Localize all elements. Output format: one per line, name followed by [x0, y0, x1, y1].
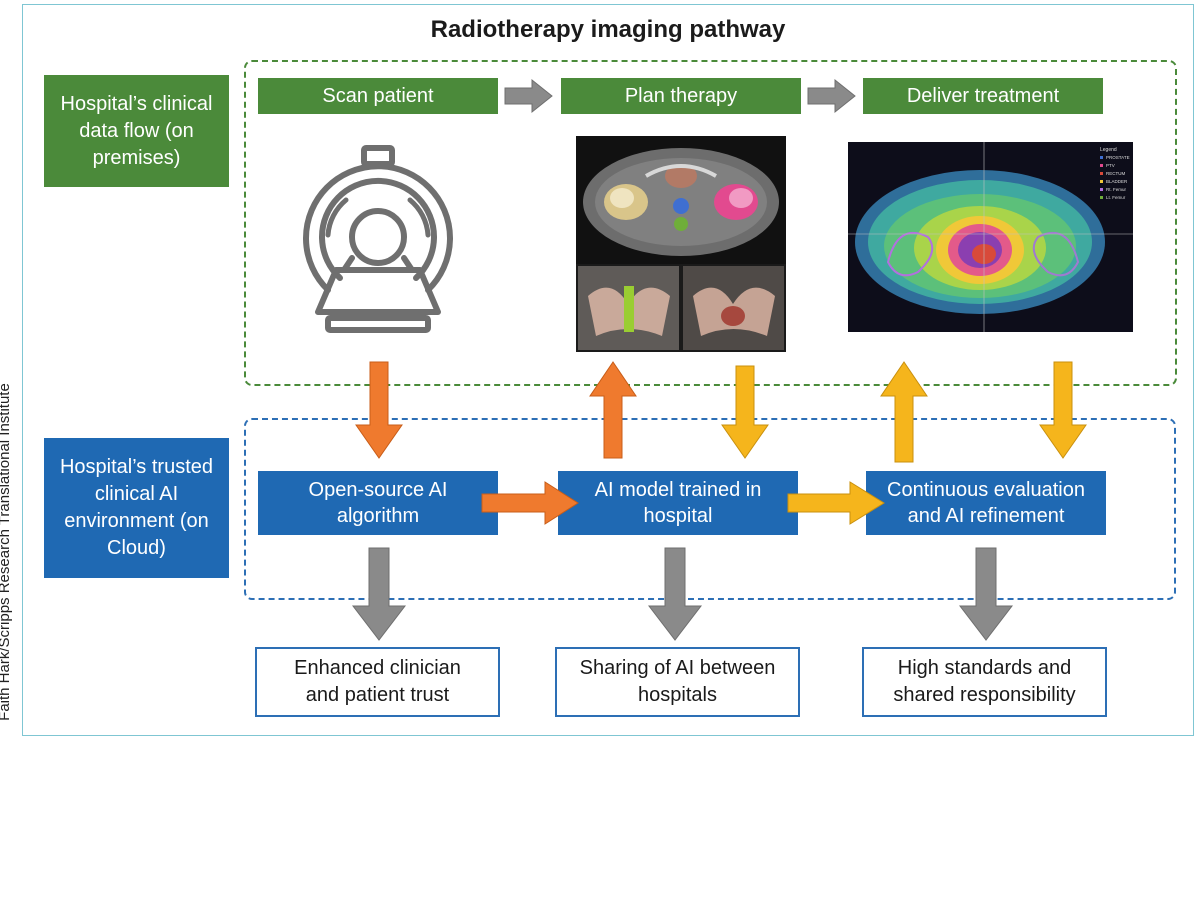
step-plan-therapy: Plan therapy [561, 78, 801, 114]
dose-legend-item: Rt. Femur [1106, 187, 1127, 192]
cloud-ai-environment-region [244, 418, 1176, 600]
clinical-data-flow-region [244, 60, 1177, 386]
dose-legend-item: PROSTATE [1106, 155, 1130, 160]
diagram-title: Radiotherapy imaging pathway [430, 16, 786, 43]
dose-map-image: Legend PROSTATE PTV RECTUM BLADDER Rt. F… [848, 142, 1133, 332]
dose-legend-item: Lt. Femur [1106, 195, 1126, 200]
ct-scan-image [576, 136, 786, 352]
step-deliver-treatment: Deliver treatment [863, 78, 1103, 114]
gray-right-arrow [807, 78, 856, 114]
step-scan-patient: Scan patient [258, 78, 498, 114]
gray-right-arrow [504, 78, 553, 114]
clinical-data-flow-label: Hospital’s clinical data flow (on premis… [44, 75, 229, 187]
flow-arrows [351, 78, 1087, 641]
ct-scanner-icon [288, 140, 468, 340]
dose-legend-title: Legend [1100, 147, 1117, 153]
figure-frame [22, 4, 1194, 736]
cloud-ai-environment-label: Hospital’s trusted clinical AI environme… [44, 438, 229, 578]
orange-right-arrow [481, 481, 579, 525]
ai-box-model-trained-in-hospital: AI model trained in hospital [558, 471, 798, 535]
orange-up-arrow [589, 361, 637, 459]
outcome-enhanced-trust: Enhanced clinician and patient trust [255, 647, 500, 717]
ai-box-open-source-algorithm: Open-source AI algorithm [258, 471, 498, 535]
outcome-high-standards: High standards and shared responsibility [862, 647, 1107, 717]
dose-legend-item: BLADDER [1106, 179, 1128, 184]
gray-down-arrow [958, 547, 1014, 641]
yellow-right-arrow [787, 481, 885, 525]
gray-down-arrow [647, 547, 703, 641]
yellow-down-arrow [721, 365, 769, 459]
ai-box-continuous-evaluation: Continuous evaluation and AI refinement [866, 471, 1106, 535]
gray-down-arrow [351, 547, 407, 641]
dose-legend-item: RECTUM [1106, 171, 1125, 176]
yellow-down-arrow [1039, 361, 1087, 459]
orange-down-arrow [355, 361, 403, 459]
dose-legend-item: PTV [1106, 163, 1115, 168]
outcome-sharing-ai: Sharing of AI between hospitals [555, 647, 800, 717]
yellow-up-arrow [880, 361, 928, 463]
